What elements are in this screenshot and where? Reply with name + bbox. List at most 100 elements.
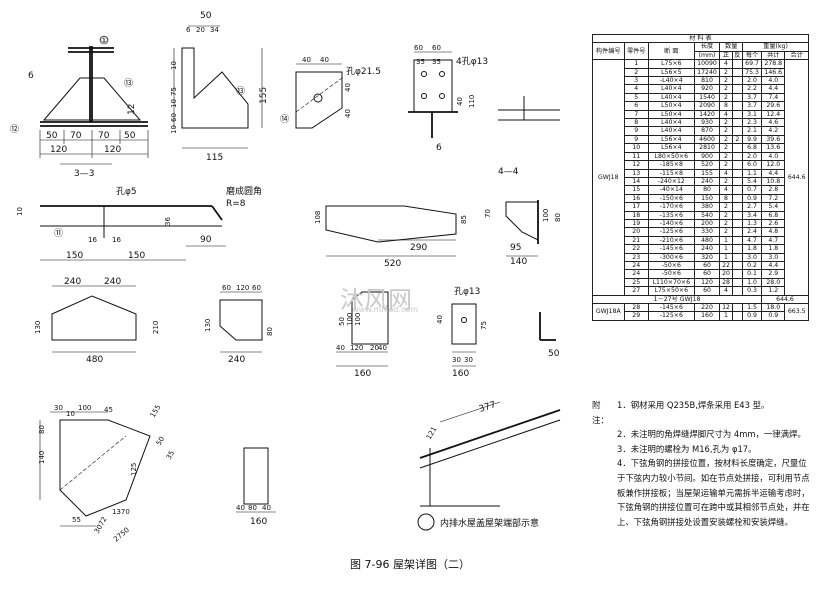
dim-140: 140 (510, 257, 527, 267)
col-part: 零件号 (623, 42, 649, 61)
hole-label-4: 孔φ13 (454, 286, 480, 297)
table-cell: 2.0 (742, 76, 763, 86)
table-cell: 4.2 (761, 126, 786, 136)
table-cell: 4 (719, 59, 733, 69)
dim-95: 95 (510, 243, 521, 253)
group-cell: GWJ18A (592, 303, 625, 321)
material-table: 材 料 表 构件编号 零件号 断 面 长度 数量 重量(kg) (mm) 正 反… (591, 33, 809, 321)
note-text-2: 2．未注明的角焊缝焊脚尺寸为 4mm，一律满焊。 (617, 429, 806, 440)
dim-60d: 60 (222, 284, 231, 292)
table-cell: 60 (693, 260, 721, 271)
table-cell: 20 (623, 227, 649, 237)
table-cell (731, 168, 744, 178)
table-cell: -300×6 (647, 252, 695, 262)
table-cell: 13 (623, 168, 649, 178)
table-cell: -240×12 (647, 176, 695, 187)
dim-80c: 80 (38, 425, 46, 434)
dim-160b: 160 (452, 369, 469, 379)
plate-480-detail: 240 240 130 210 480 (34, 277, 160, 365)
table-cell: 2.9 (761, 269, 786, 279)
table-cell: 15 (623, 185, 649, 195)
dim-10d: 10 (16, 207, 24, 216)
dim-20b: 20 (370, 344, 379, 352)
table-cell: 2 (719, 202, 733, 212)
table-cell: -210×6 (647, 235, 695, 246)
table-cell: -50×6 (647, 260, 695, 271)
table-cell: 2 (719, 84, 733, 94)
table-cell: 10090 (693, 59, 721, 69)
table-cell: 7.4 (761, 92, 786, 103)
dim-60c: 60 (432, 44, 441, 52)
skew-plate-detail: 30 10 100 45 155 50 35 80 140 125 55 137… (38, 403, 176, 543)
table-cell: 2 (719, 92, 733, 103)
table-cell: 2 (719, 227, 733, 237)
dim-80a: 80 (554, 213, 562, 222)
table-cell: 2090 (693, 101, 721, 111)
roof-end-detail: 377 121 内排水屋盖屋架端部示意 (417, 400, 561, 531)
table-cell: 3.7 (742, 101, 763, 111)
table-cell (731, 92, 744, 103)
table-cell: 1 (719, 235, 733, 246)
col-length: 长度 (693, 42, 721, 52)
dim-40h: 40 (436, 315, 444, 324)
table-cell: 3.7 (742, 92, 763, 103)
dim-40e: 40 (456, 97, 464, 106)
table-cell: 8 (719, 101, 733, 111)
table-cell: 160 (693, 311, 721, 321)
callout-11: ⑪ (54, 228, 63, 239)
table-cell: L50×4 (647, 101, 695, 111)
table-cell: 278.8 (761, 59, 786, 69)
table-cell (731, 244, 744, 254)
callout-13a: ⑬ (124, 78, 133, 89)
table-cell: 150 (693, 193, 721, 204)
roof-note: 内排水屋盖屋架端部示意 (440, 517, 539, 529)
dim-70a: 70 (70, 131, 82, 141)
table-cell: 18 (623, 210, 649, 220)
group-sum-cell: 663.5 (784, 303, 809, 321)
dim-2750: 2750 (112, 526, 131, 544)
table-cell (731, 118, 744, 128)
table-cell: L75×6 (647, 59, 695, 69)
dim-6b: 6 (436, 143, 442, 153)
dim-35c: 35 (165, 449, 176, 461)
dim-30c: 30 (54, 404, 63, 412)
table-cell: 870 (693, 126, 721, 136)
table-cell: 18.0 (761, 302, 786, 313)
table-cell: 2 (719, 118, 733, 128)
table-footer: 1－27号 GWJ18 644.6 (591, 294, 809, 305)
table-cell: 540 (693, 210, 721, 220)
section-4-4-detail: 4—4 70 100 80 95 140 (484, 167, 562, 267)
table-cell: 2 (719, 210, 733, 220)
table-cell: 4.6 (761, 118, 786, 128)
table-cell: 1 (719, 311, 733, 321)
table-cell: 12.4 (761, 109, 786, 120)
dim-377: 377 (478, 400, 497, 415)
dim-40g: 40 (378, 344, 387, 352)
table-cell: 14 (623, 176, 649, 187)
table-cell: -170×6 (647, 202, 695, 212)
table-cell: -40×14 (647, 185, 695, 195)
dim-120: 120 (50, 145, 67, 155)
table-cell (731, 109, 744, 120)
table-cell: 10 (623, 143, 649, 153)
dim-10a: 10 (170, 61, 178, 70)
table-cell: 60 (693, 286, 721, 296)
callout-1: ① (100, 36, 108, 46)
gusset-155-detail: 50 6 20 34 10 75 10 60 10 155 115 ⑬ (170, 11, 269, 163)
table-cell (731, 151, 744, 162)
table-cell: L40×4 (647, 92, 695, 103)
table-cell: 380 (693, 202, 721, 212)
table-cell: 1420 (693, 109, 721, 120)
table-cell (731, 101, 744, 111)
dim-30a: 30 (452, 356, 461, 364)
col-qty-pos: 正 (719, 50, 733, 61)
group-cell: GWJ18 (592, 59, 625, 296)
table-cell (731, 311, 744, 321)
